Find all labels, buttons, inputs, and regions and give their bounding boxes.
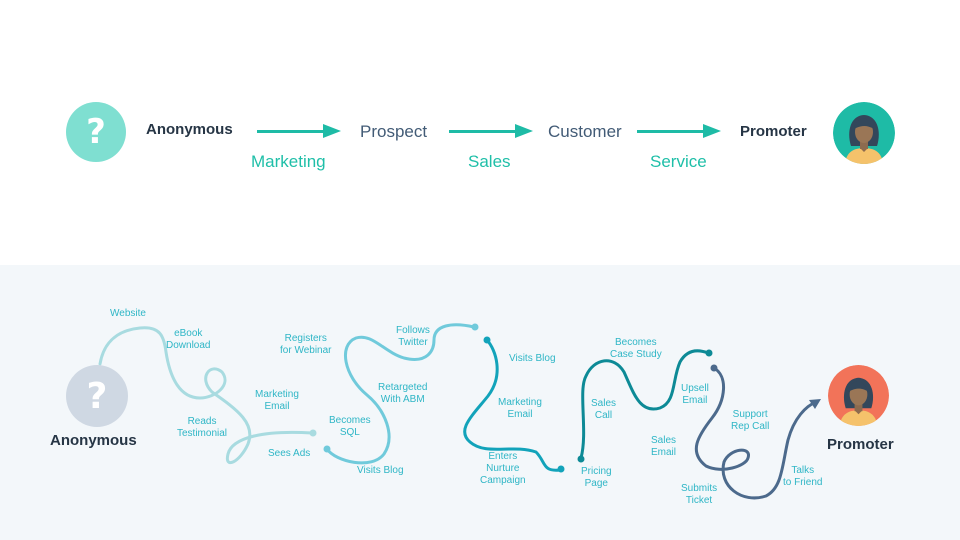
- stage-promoter: Promoter: [740, 123, 807, 140]
- person-avatar-icon: [828, 365, 889, 426]
- arrow-head-icon: [809, 399, 821, 409]
- anonymous-avatar: ?: [66, 102, 126, 162]
- journey-path-segment-2: [325, 323, 476, 465]
- journey-anonymous-avatar: ?: [66, 365, 128, 427]
- arrow-icon: [637, 124, 721, 138]
- touchpoint-dot: [577, 455, 585, 463]
- transition-service: Service: [650, 152, 707, 171]
- touchpoint-sees-ads: Sees Ads: [268, 448, 311, 459]
- touchpoint-dot: [710, 364, 718, 372]
- promoter-avatar: [833, 102, 895, 164]
- arrow-icon: [257, 124, 341, 138]
- touchpoint-visits-blog-2: Visits Blog: [509, 353, 556, 364]
- stage-customer: Customer: [548, 122, 622, 141]
- stage-anonymous: Anonymous: [146, 121, 233, 138]
- touchpoint-dot: [471, 323, 479, 331]
- question-mark-icon: ?: [86, 375, 108, 417]
- touchpoint-visits-blog-1: Visits Blog: [357, 465, 404, 476]
- person-avatar-icon: [833, 102, 895, 164]
- touchpoint-dot: [323, 445, 331, 453]
- journey-path-segment-3: [463, 338, 562, 472]
- journey-end-label: Promoter: [827, 436, 894, 453]
- journey-path-segment-4: [579, 349, 710, 460]
- journey-start-label: Anonymous: [50, 432, 137, 449]
- simple-funnel-section: ? Anonymous Marketing Prospect Sales Cus…: [0, 0, 960, 265]
- journey-promoter-avatar: [828, 365, 889, 426]
- touchpoint-website: Website: [110, 308, 146, 319]
- question-mark-icon: ?: [86, 112, 106, 152]
- touchpoint-dot: [309, 429, 317, 437]
- touchpoint-dot: [705, 349, 713, 357]
- touchpoint-dot: [483, 336, 491, 344]
- stage-prospect: Prospect: [360, 122, 428, 141]
- journey-path-segment-5: [694, 366, 818, 500]
- transition-marketing: Marketing: [251, 152, 326, 171]
- touchpoint-dot: [557, 465, 565, 473]
- journey-path-segment-1: [98, 326, 314, 465]
- customer-journey-section: [0, 265, 960, 540]
- transition-sales: Sales: [468, 152, 511, 171]
- arrow-icon: [449, 124, 533, 138]
